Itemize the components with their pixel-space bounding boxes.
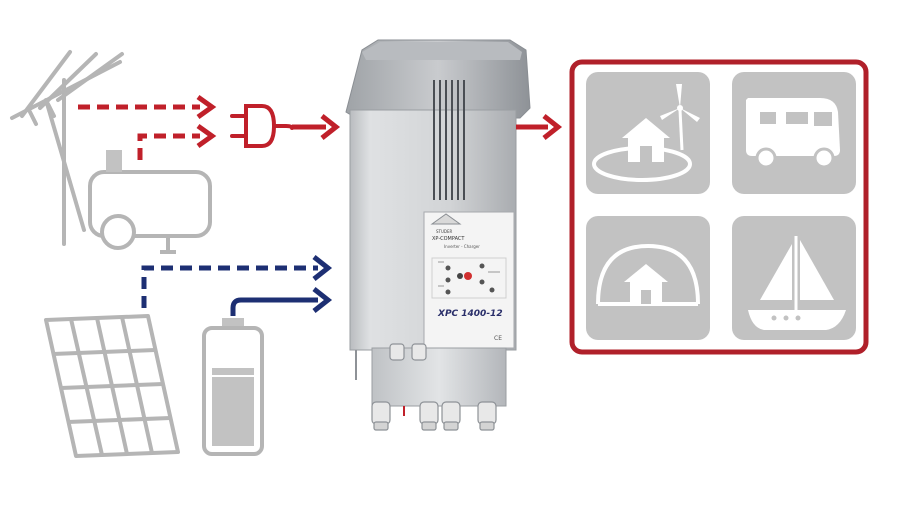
device-subtitle: Inverter - Charger [444, 244, 480, 249]
inverter-charger-device: XP-COMPACT Inverter - Charger STUDER XPC… [345, 39, 531, 431]
ac-arrow-antenna [78, 94, 217, 120]
plug-icon [230, 104, 294, 148]
solar-panel-icon [44, 314, 180, 458]
cable-glands [371, 343, 497, 431]
device-series: XP-COMPACT [432, 236, 465, 242]
ce-mark: CE [494, 335, 502, 342]
antenna-icon [10, 50, 124, 246]
device-brand: STUDER [436, 229, 453, 234]
battery-icon [202, 318, 264, 456]
dc-arrow-battery [230, 287, 333, 316]
ac-arrow-to-device [292, 114, 341, 140]
cooling-fins [433, 80, 465, 200]
status-led [464, 272, 472, 280]
control-panel [431, 257, 507, 299]
camper-icon [732, 72, 856, 194]
device-model: XPC 1400-12 [437, 309, 503, 319]
ac-arrow-generator [137, 123, 217, 160]
ac-arrow-output [516, 114, 563, 140]
generator-icon [88, 150, 212, 254]
home-wind-icon [586, 72, 710, 194]
shelter-icon [586, 216, 710, 340]
dc-arrow-solar [141, 255, 333, 308]
sailboat-icon [732, 216, 856, 340]
